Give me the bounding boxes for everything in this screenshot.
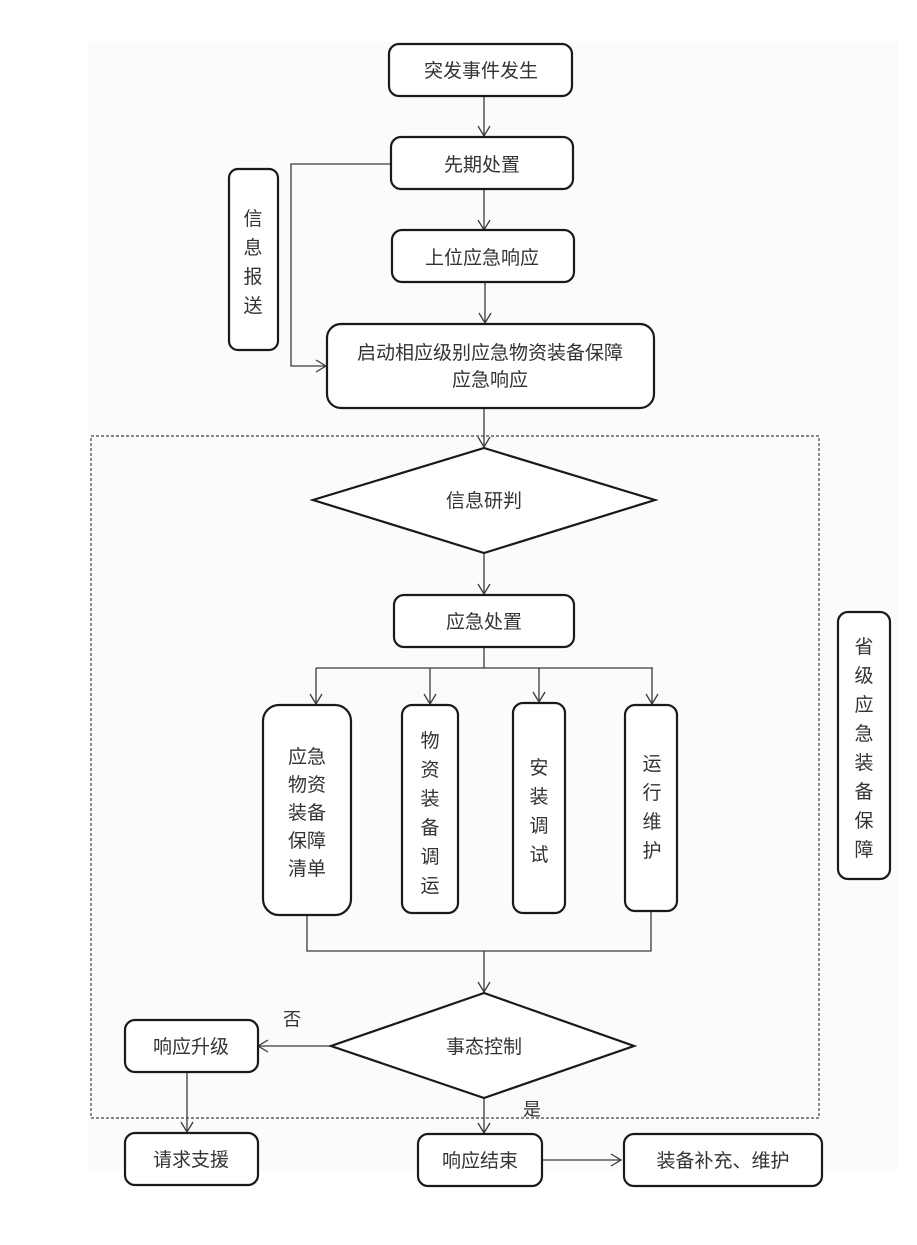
- maintain-char: 行: [642, 782, 661, 804]
- node-upgrade: 响应升级: [123, 1018, 260, 1074]
- node-upper: 上位应急响应: [390, 228, 576, 284]
- report-char: 信: [243, 208, 262, 230]
- prov-char: 级: [854, 665, 873, 687]
- decision-control-label: 事态控制: [446, 1036, 522, 1058]
- node-launch-label-line2: 应急响应: [452, 369, 528, 391]
- dispatch-char: 调: [420, 846, 439, 868]
- list-char: 保障: [288, 830, 326, 852]
- node-launch: 启动相应级别应急物资装备保障 应急响应: [325, 322, 656, 410]
- prov-char: 省: [854, 636, 873, 658]
- node-dispose-label: 应急处置: [446, 611, 522, 633]
- node-upgrade-label: 响应升级: [153, 1036, 229, 1058]
- connectors: [180, 96, 659, 1167]
- dispatch-char: 物: [420, 730, 439, 752]
- node-dispose: 应急处置: [392, 593, 576, 649]
- install-char: 安: [529, 757, 548, 779]
- install-char: 调: [529, 815, 548, 837]
- node-initial: 先期处置: [389, 135, 575, 191]
- list-char: 应急: [288, 746, 326, 768]
- list-char: 物资: [288, 774, 326, 796]
- node-event-label: 突发事件发生: [424, 60, 538, 82]
- prov-char: 急: [854, 723, 873, 745]
- edge-label-yes: 是: [523, 1100, 541, 1121]
- dispatch-char: 资: [420, 759, 439, 781]
- prov-char: 备: [854, 781, 873, 803]
- decision-control: 事态控制: [327, 991, 638, 1100]
- maintain-char: 护: [642, 840, 661, 862]
- node-replenish: 装备补充、维护: [622, 1132, 824, 1188]
- dispatch-char: 装: [420, 788, 439, 810]
- install-char: 试: [529, 844, 548, 866]
- node-upper-label: 上位应急响应: [425, 247, 539, 269]
- node-launch-label-line1: 启动相应级别应急物资装备保障: [357, 342, 623, 364]
- report-char: 息: [243, 237, 262, 259]
- prov-char: 障: [854, 839, 873, 861]
- node-support: 请求支援: [123, 1131, 260, 1187]
- list-char: 装备: [288, 802, 326, 824]
- list-char: 清单: [288, 858, 326, 880]
- maintain-char: 维: [642, 811, 661, 833]
- report-char: 报: [243, 266, 262, 288]
- prov-char: 保: [854, 810, 873, 832]
- node-end-label: 响应结束: [442, 1150, 518, 1172]
- maintain-char: 运: [642, 753, 661, 775]
- install-char: 装: [529, 786, 548, 808]
- node-support-label: 请求支援: [153, 1149, 229, 1171]
- node-event: 突发事件发生: [387, 42, 574, 98]
- dispatch-char: 备: [420, 817, 439, 839]
- decision-judge-label: 信息研判: [446, 490, 522, 512]
- prov-char: 应: [854, 694, 873, 716]
- decision-judge: 信息研判: [309, 446, 659, 555]
- node-initial-label: 先期处置: [444, 154, 520, 176]
- arrow-report-to-launch: [290, 163, 390, 373]
- node-replenish-label: 装备补充、维护: [656, 1150, 789, 1172]
- dispatch-char: 运: [420, 875, 439, 897]
- merge-bar: [306, 911, 652, 952]
- edge-label-no: 否: [283, 1010, 301, 1031]
- prov-char: 装: [854, 752, 873, 774]
- node-end: 响应结束: [416, 1132, 544, 1188]
- report-char: 送: [243, 295, 262, 317]
